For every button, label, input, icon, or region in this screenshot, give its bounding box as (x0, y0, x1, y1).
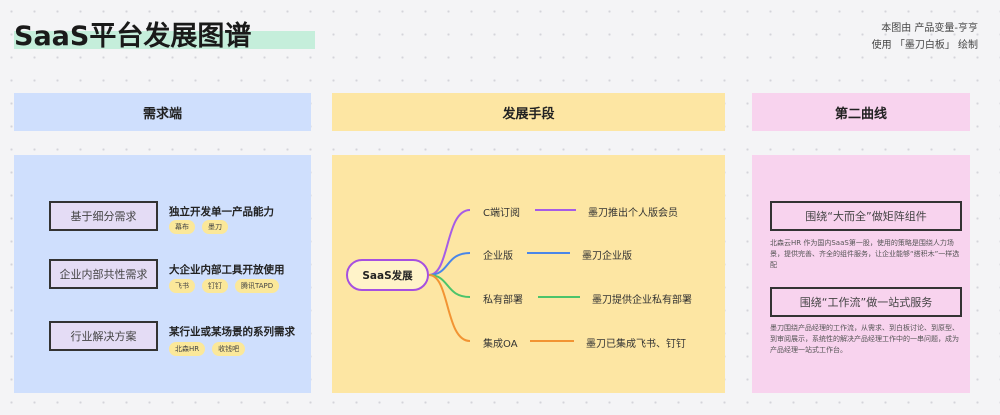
branch-label: 私有部署 (483, 295, 523, 306)
branch-result: 墨刀企业版 (582, 251, 632, 262)
branch-label: 企业版 (483, 251, 513, 262)
branch-result: 墨刀推出个人版会员 (588, 208, 678, 219)
credit: 本图由 产品变量-亨亨 使用 「墨刀白板」 绘制 (872, 20, 978, 54)
branch-result: 墨刀提供企业私有部署 (592, 295, 692, 306)
branch-result: 墨刀已集成飞书、钉钉 (586, 339, 686, 350)
curve-box: 围绕“大而全”做矩阵组件 (770, 201, 962, 231)
demand-desc: 独立开发单一产品能力 (169, 206, 274, 218)
header-curve: 第二曲线 (752, 93, 970, 131)
demand-desc: 大企业内部工具开放使用 (169, 264, 285, 276)
tag-group: 飞书 钉钉 腾讯TAPD (169, 279, 280, 293)
demand-box: 基于细分需求 (49, 201, 158, 231)
branch-label: C端订阅 (483, 208, 520, 219)
demand-box: 企业内部共性需求 (49, 259, 158, 289)
demand-desc: 某行业或某场景的系列需求 (169, 326, 295, 338)
branch-connector-enterprise (428, 252, 471, 276)
branch-connector-c (428, 209, 471, 276)
center-node: SaaS发展 (346, 259, 429, 291)
tag: 墨刀 (202, 220, 228, 234)
tag-group: 北森HR 收钱吧 (169, 342, 246, 356)
tag-group: 幕布 墨刀 (169, 220, 228, 234)
title-highlight (14, 31, 315, 49)
header-demand: 需求端 (14, 93, 311, 131)
panel-curve (752, 155, 970, 393)
tag: 收钱吧 (212, 342, 246, 356)
tag: 腾讯TAPD (235, 279, 280, 293)
tag: 北森HR (169, 342, 206, 356)
curve-desc: 墨刀围绕产品经理的工作流，从需求、到白板讨论、到原型、到审阅展示，系统性的解决产… (770, 324, 959, 354)
credit-line-2: 使用 「墨刀白板」 绘制 (871, 40, 978, 51)
curve-desc: 北森云HR 作为国内SaaS第一股，使用的策略是围绕人力场景，提供完善、齐全的组… (770, 239, 960, 269)
page-title: SaaS平台发展图谱 (14, 21, 252, 52)
tag: 幕布 (169, 220, 195, 234)
header-means: 发展手段 (332, 93, 725, 131)
branch-connector-oa (428, 274, 471, 342)
curve-box: 围绕“工作流”做一站式服务 (770, 287, 962, 317)
demand-box: 行业解决方案 (49, 321, 158, 351)
branch-label: 集成OA (483, 339, 518, 350)
credit-line-1: 本图由 产品变量-亨亨 (881, 23, 978, 34)
tag: 钉钉 (202, 279, 228, 293)
tag: 飞书 (169, 279, 195, 293)
